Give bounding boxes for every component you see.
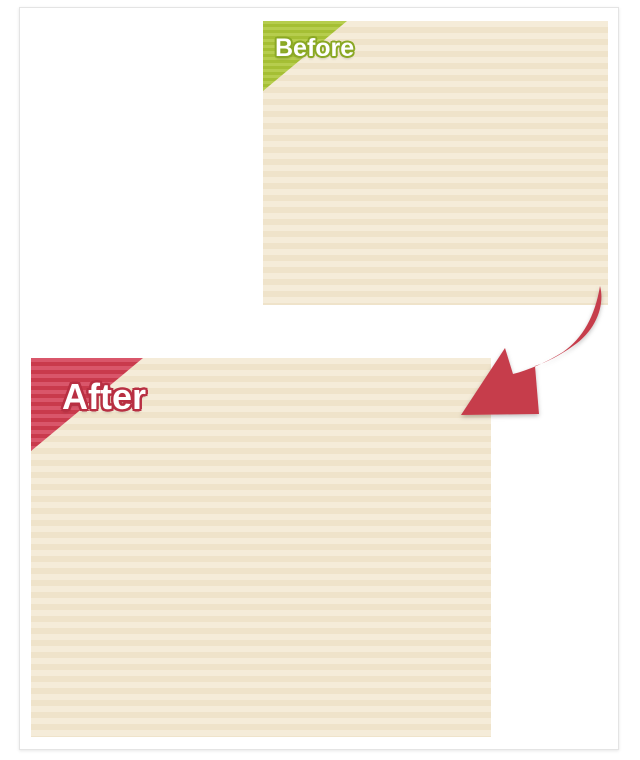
before-corner-ribbon: [263, 21, 347, 91]
after-corner-ribbon: [31, 358, 143, 451]
after-label: After: [62, 376, 147, 417]
before-panel: [263, 21, 608, 305]
curved-arrow-icon: [461, 286, 602, 415]
after-panel: [31, 358, 491, 737]
before-label: Before: [275, 34, 355, 62]
